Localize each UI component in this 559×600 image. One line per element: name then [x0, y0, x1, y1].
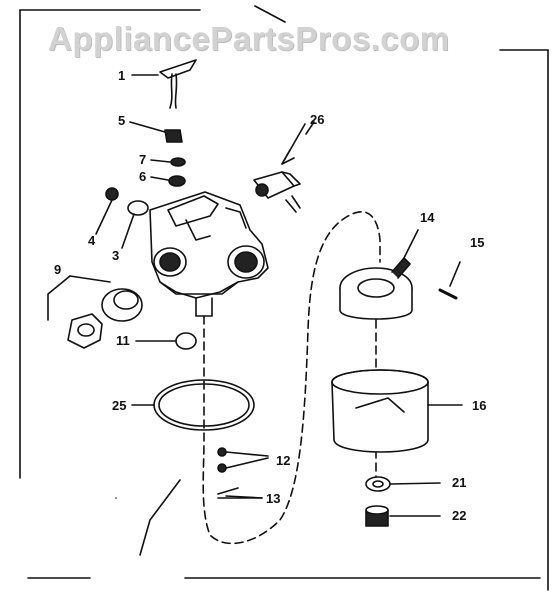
callout-numbers: 1 5 26 7 6 4 3 14 15 9 11 25 16 12 13 21… [54, 68, 486, 523]
part-13-pin [217, 487, 263, 499]
callout-6: 6 [139, 169, 146, 184]
callout-9: 9 [54, 262, 61, 277]
callout-21: 21 [452, 475, 466, 490]
callout-3: 3 [112, 248, 119, 263]
carburetor-body [149, 191, 269, 317]
callout-12: 12 [276, 453, 290, 468]
part-21-washer [365, 476, 441, 492]
callout-1: 1 [118, 68, 125, 83]
part-9-diaphragm [47, 275, 143, 349]
callout-22: 22 [452, 508, 466, 523]
part-12-screws [217, 447, 269, 473]
frame-lines [19, 5, 549, 591]
part-15-pin [438, 261, 461, 300]
part-25-gasket [131, 379, 255, 431]
callout-leaders [115, 121, 315, 499]
part-4-screw [95, 187, 119, 235]
part-26-fitting [253, 123, 306, 213]
callout-11: 11 [116, 333, 130, 348]
part-11-o-ring [135, 332, 197, 350]
callout-4: 4 [88, 233, 96, 248]
part-1-choke-shaft [131, 59, 197, 109]
watermark-text: AppliancePartsPros.com [48, 20, 450, 57]
callout-26: 26 [310, 112, 324, 127]
part-6-seal [150, 175, 186, 187]
callout-16: 16 [472, 398, 486, 413]
callout-15: 15 [470, 235, 484, 250]
part-7-spring [150, 157, 186, 167]
part-5-screw [129, 121, 183, 143]
part-16-bowl [331, 369, 463, 453]
callout-5: 5 [118, 113, 125, 128]
part-22-screw [365, 505, 441, 527]
callout-25: 25 [112, 398, 126, 413]
part-3-disc [121, 200, 149, 249]
callout-13: 13 [266, 491, 280, 506]
callout-14: 14 [420, 210, 435, 225]
fuel-line-dashed [202, 211, 381, 545]
part-14-float [339, 229, 419, 320]
callout-7: 7 [139, 152, 146, 167]
